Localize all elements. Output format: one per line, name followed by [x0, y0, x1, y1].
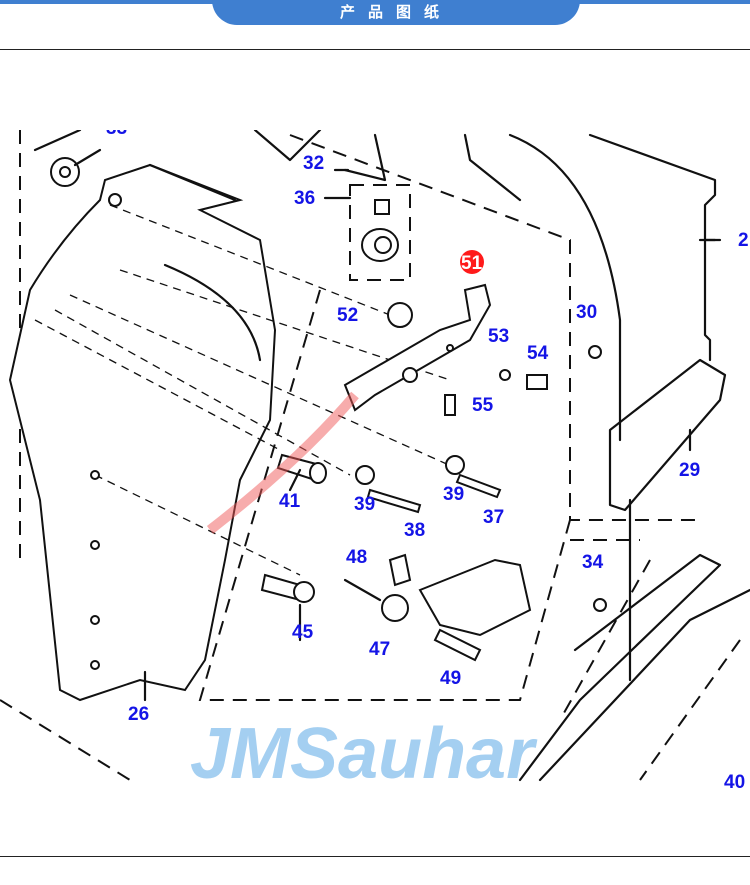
callout-47: 47 [369, 639, 390, 660]
callout-34: 34 [582, 552, 604, 573]
callout-40: 40 [724, 772, 745, 793]
callout-2: 2 [738, 230, 749, 251]
page-title: 产品图纸 [212, 0, 580, 25]
callout-52: 52 [337, 305, 358, 326]
watermark-logo: JMSauhar [190, 714, 538, 794]
callout-53: 53 [488, 326, 509, 347]
divider-top [0, 49, 750, 50]
callout-39a: 39 [354, 494, 375, 515]
callout-30: 30 [576, 302, 597, 323]
callout-45: 45 [292, 622, 314, 643]
callout-33: 33 [106, 118, 127, 139]
callout-39b: 39 [443, 484, 464, 505]
callout-41: 41 [279, 491, 301, 512]
callout-29: 29 [679, 460, 700, 481]
highlight-marker [460, 250, 484, 274]
callout-48: 48 [346, 547, 367, 568]
callout-38: 38 [404, 520, 425, 541]
callout-26: 26 [128, 704, 149, 725]
callout-54: 54 [527, 343, 549, 364]
callout-55: 55 [472, 395, 494, 416]
callout-37: 37 [483, 507, 504, 528]
callout-32: 32 [303, 153, 324, 174]
divider-bottom [0, 856, 750, 857]
callout-49: 49 [440, 668, 461, 689]
callout-51: 51 [461, 253, 483, 274]
callout-36: 36 [294, 188, 315, 209]
